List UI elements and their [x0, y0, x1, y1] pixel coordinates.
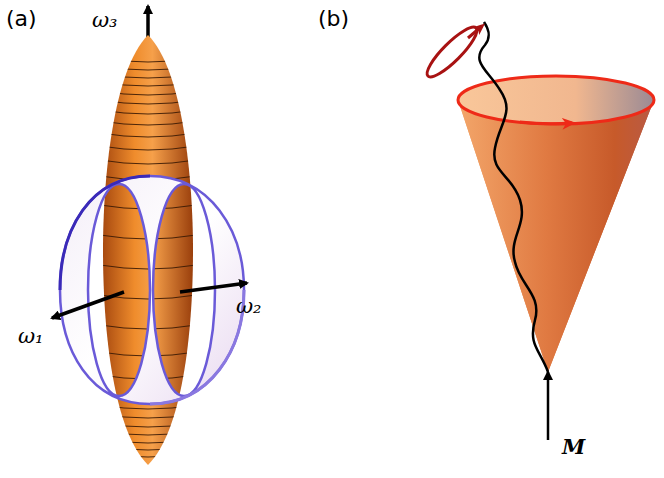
axis-label: ω₂ — [236, 296, 262, 317]
panel-label: (b) — [318, 8, 349, 30]
axis-label: ω₃ — [92, 10, 118, 31]
axis-label: ω₁ — [18, 326, 44, 347]
panel-label: (a) — [6, 8, 37, 30]
vector-label: M — [562, 436, 585, 457]
